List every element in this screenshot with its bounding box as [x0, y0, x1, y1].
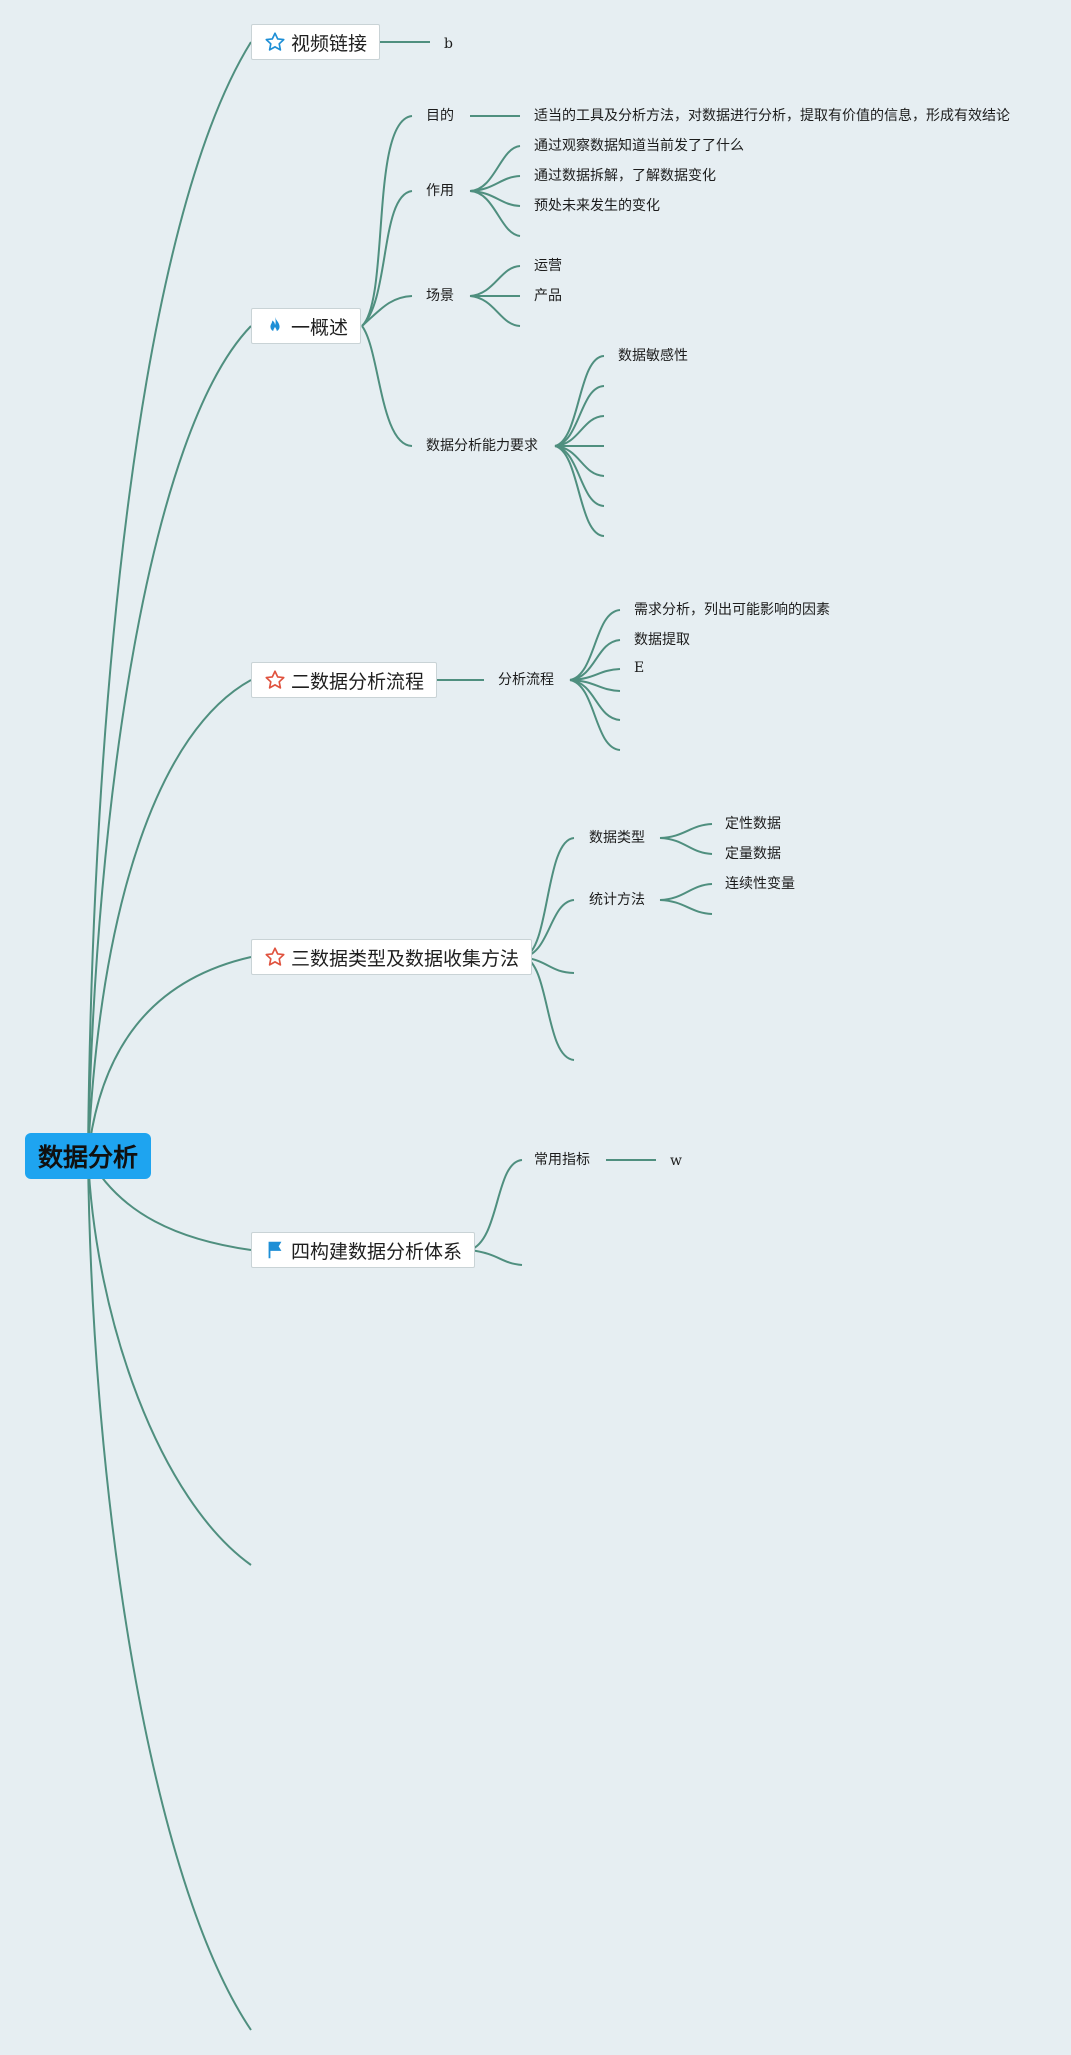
topic-function[interactable]: 作用 [426, 183, 454, 199]
leaf-qualitative: 定性数据 [725, 816, 781, 832]
leaf-scenario-product: 产品 [534, 288, 562, 304]
leaf-data-extraction: 数据提取 [634, 632, 690, 648]
branch-analysis-process[interactable]: 二数据分析流程 [251, 662, 438, 698]
branch-label: 二数据分析流程 [291, 670, 425, 693]
topic-scenario[interactable]: 场景 [426, 288, 454, 304]
topic-data-type[interactable]: 数据类型 [589, 830, 645, 846]
overview-connectors [361, 115, 605, 537]
leaf-b: b [444, 36, 453, 52]
branch-video-links[interactable]: 视频链接 [251, 24, 381, 60]
root-label: 数据分析 [37, 1143, 138, 1172]
system-connectors [469, 1159, 656, 1266]
branch-label: 视频链接 [291, 32, 368, 55]
process-connectors [434, 609, 621, 751]
star-red-icon [264, 669, 286, 691]
leaf-purpose-text: 适当的工具及分析方法，对数据进行分析，提取有价值的信息，形成有效结论 [534, 108, 1010, 124]
star-red-icon [264, 946, 286, 968]
branch-label: 三数据类型及数据收集方法 [291, 947, 520, 970]
leaf-requirement-analysis: 需求分析，列出可能影响的因素 [634, 602, 830, 618]
topic-ability-requirements[interactable]: 数据分析能力要求 [426, 438, 538, 454]
topic-common-metrics[interactable]: 常用指标 [534, 1152, 590, 1168]
branch-data-types[interactable]: 三数据类型及数据收集方法 [251, 939, 533, 975]
topic-purpose[interactable]: 目的 [426, 108, 454, 124]
leaf-function-1: 通过观察数据知道当前发了了什么 [534, 138, 744, 154]
branch-label: 四构建数据分析体系 [291, 1240, 463, 1263]
root-node[interactable]: 数据分析 [25, 1133, 151, 1179]
leaf-function-2: 通过数据拆解，了解数据变化 [534, 168, 716, 184]
root-connectors [87, 41, 252, 2031]
branch-analysis-system[interactable]: 四构建数据分析体系 [251, 1232, 476, 1268]
datatype-connectors [523, 823, 713, 1061]
star-outline-icon [264, 31, 286, 53]
branch-overview[interactable]: 一概述 [251, 308, 362, 344]
flag-icon [264, 1239, 286, 1261]
flame-icon [264, 315, 286, 337]
leaf-function-3: 预处未来发生的变化 [534, 198, 660, 214]
leaf-scenario-ops: 运营 [534, 258, 562, 274]
leaf-continuous-variable: 连续性变量 [725, 876, 795, 892]
branch-label: 一概述 [291, 316, 349, 339]
topic-stat-method[interactable]: 统计方法 [589, 892, 645, 908]
leaf-quantitative: 定量数据 [725, 846, 781, 862]
topic-process-flow[interactable]: 分析流程 [498, 672, 554, 688]
leaf-w: w [670, 1153, 682, 1169]
leaf-e: E [634, 660, 645, 676]
leaf-data-sensitivity: 数据敏感性 [618, 348, 688, 364]
